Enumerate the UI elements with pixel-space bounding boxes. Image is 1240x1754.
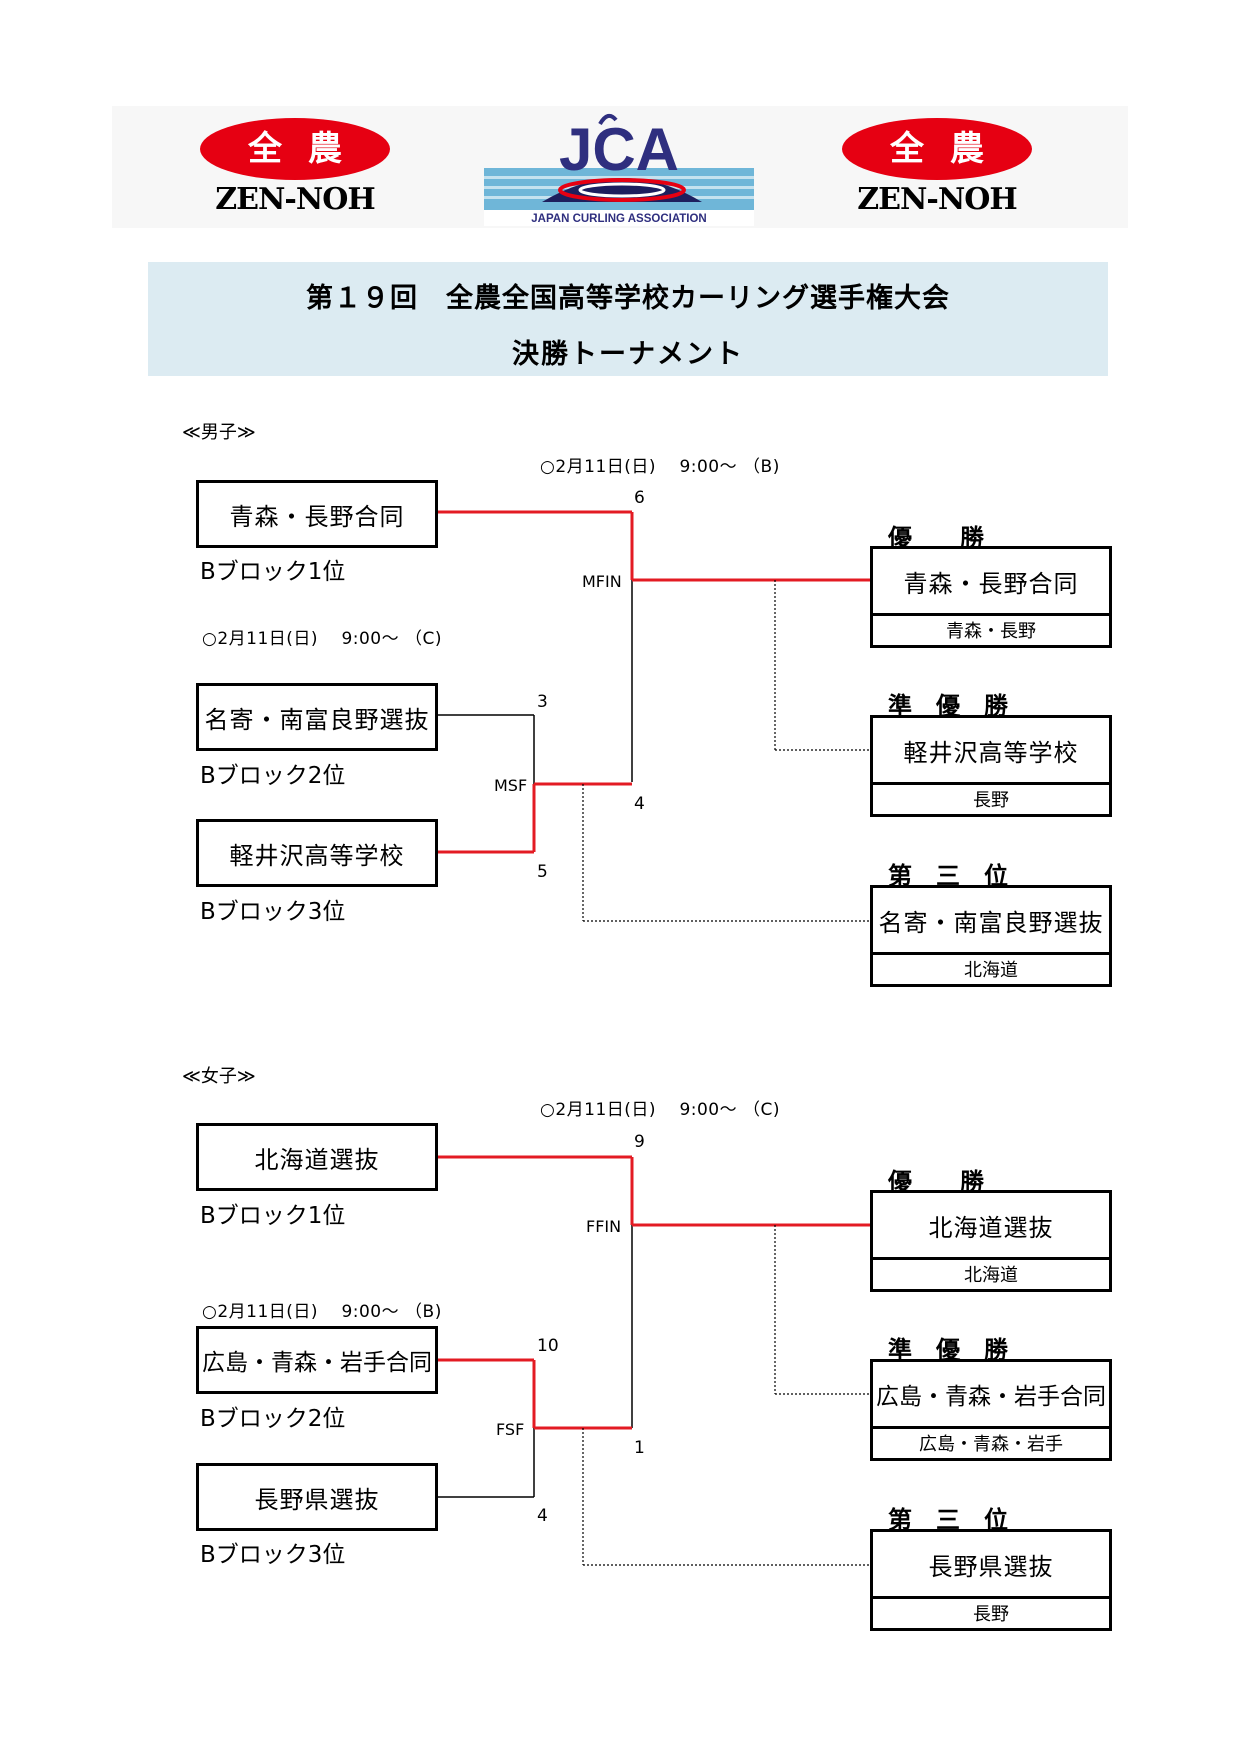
- boys-semi-code: MSF: [494, 776, 528, 795]
- boys-third-name: 名寄・南富良野選抜: [873, 888, 1109, 955]
- boys-final-score-bottom: 4: [634, 794, 645, 814]
- girls-bracket-lines: [436, 1155, 872, 1566]
- boys-block-1: Bブロック1位: [200, 559, 346, 585]
- girls-champion-pref: 北海道: [964, 1265, 1018, 1286]
- zennoh-logo-left: 全農 ZEN-NOH: [200, 106, 390, 226]
- girls-third-card: 長野県選抜 長野: [870, 1529, 1112, 1631]
- boys-runnerup-pref: 長野: [973, 790, 1009, 811]
- girls-third-name: 長野県選抜: [873, 1532, 1109, 1599]
- girls-final-score-bottom: 1: [634, 1438, 645, 1458]
- girls-final-code: FFIN: [586, 1217, 622, 1236]
- boys-runnerup-card: 軽井沢高等学校 長野: [870, 715, 1112, 817]
- girls-semi-code: FSF: [496, 1420, 525, 1439]
- zennoh-mark: 全農: [200, 118, 390, 180]
- jca-logo-graphic: JCA JAPAN CURLING ASSOCIATION: [484, 113, 754, 226]
- boys-team-1: 青森・長野合同: [196, 480, 438, 548]
- girls-final-score-top: 9: [634, 1132, 645, 1152]
- girls-team-3: 長野県選抜: [196, 1463, 438, 1531]
- girls-semi-schedule: ○2月11日(日) 9:00～ （B): [202, 1302, 442, 1322]
- boys-semi-score-bottom: 5: [537, 862, 548, 882]
- jca-caption: JAPAN CURLING ASSOCIATION: [531, 213, 707, 225]
- boys-champion-card: 青森・長野合同 青森・長野: [870, 546, 1112, 648]
- boys-final-score-top: 6: [634, 488, 645, 508]
- boys-block-2: Bブロック2位: [200, 763, 346, 789]
- zennoh-wordmark: ZEN-NOH: [215, 182, 376, 217]
- title-banner: 第１９回 全農全国高等学校カーリング選手権大会 決勝トーナメント: [148, 262, 1108, 376]
- girls-semi-score-bottom: 4: [537, 1506, 548, 1526]
- boys-runnerup-name: 軽井沢高等学校: [873, 718, 1109, 785]
- girls-block-1: Bブロック1位: [200, 1203, 346, 1229]
- boys-team-2: 名寄・南富良野選抜: [196, 683, 438, 751]
- logo-banner: 全農 ZEN-NOH JCA JAPAN CURLING ASSOCIATION…: [112, 106, 1128, 228]
- zennoh-wordmark: ZEN-NOH: [857, 182, 1018, 217]
- boys-heading: ≪男子≫: [182, 422, 256, 443]
- girls-runnerup-pref: 広島・青森・岩手: [919, 1434, 1063, 1455]
- zennoh-logo-right: 全農 ZEN-NOH: [842, 106, 1032, 226]
- jca-mark: JCA: [559, 116, 679, 183]
- girls-semi-score-top: 10: [537, 1336, 559, 1356]
- girls-team-2: 広島・青森・岩手合同: [196, 1326, 438, 1394]
- boys-team-3: 軽井沢高等学校: [196, 819, 438, 887]
- girls-final-schedule: ○2月11日(日) 9:00～ （C): [540, 1100, 781, 1120]
- girls-team-1: 北海道選抜: [196, 1123, 438, 1191]
- boys-third-pref: 北海道: [964, 960, 1018, 981]
- boys-bracket-lines: [436, 510, 872, 922]
- boys-semi-schedule: ○2月11日(日) 9:00～ （C): [202, 629, 443, 649]
- girls-block-2: Bブロック2位: [200, 1406, 346, 1432]
- boys-champion-pref: 青森・長野: [946, 621, 1036, 642]
- girls-champion-name: 北海道選抜: [873, 1193, 1109, 1260]
- girls-runnerup-card: 広島・青森・岩手合同 広島・青森・岩手: [870, 1359, 1112, 1461]
- boys-final-code: MFIN: [582, 572, 622, 591]
- boys-champion-name: 青森・長野合同: [873, 549, 1109, 616]
- page-subtitle: 決勝トーナメント: [512, 339, 744, 370]
- page-title: 第１９回 全農全国高等学校カーリング選手権大会: [306, 283, 950, 314]
- boys-final-schedule: ○2月11日(日) 9:00～ （B): [540, 457, 780, 477]
- boys-block-3: Bブロック3位: [200, 899, 346, 925]
- girls-third-pref: 長野: [973, 1604, 1009, 1625]
- girls-block-3: Bブロック3位: [200, 1542, 346, 1568]
- boys-third-card: 名寄・南富良野選抜 北海道: [870, 885, 1112, 987]
- boys-semi-score-top: 3: [537, 692, 548, 712]
- jca-logo: JCA JAPAN CURLING ASSOCIATION: [482, 106, 756, 228]
- zennoh-mark: 全農: [842, 118, 1032, 180]
- girls-runnerup-name: 広島・青森・岩手合同: [873, 1362, 1109, 1429]
- girls-champion-card: 北海道選抜 北海道: [870, 1190, 1112, 1292]
- girls-heading: ≪女子≫: [182, 1066, 256, 1087]
